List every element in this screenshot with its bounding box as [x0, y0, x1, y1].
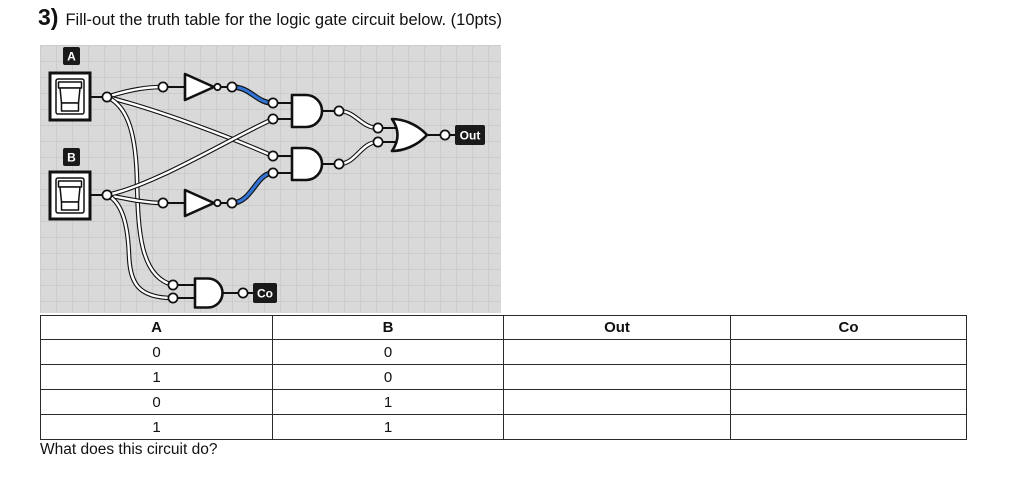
wire-nodes	[101, 81, 451, 304]
toggle-switch-a[interactable]	[48, 71, 92, 122]
cell-out-3[interactable]	[503, 414, 731, 440]
not-gate-top-bubble	[213, 82, 222, 92]
connector-stubs	[90, 86, 455, 299]
header-b: B	[272, 315, 504, 340]
cell-b-1: 0	[272, 364, 504, 390]
wire-not2-to-and2-active	[229, 170, 276, 206]
carry-label-text: Co	[257, 287, 273, 301]
input-a-label: A	[63, 47, 80, 65]
header-co: Co	[730, 315, 967, 340]
cell-co-2[interactable]	[730, 389, 967, 415]
cell-a-3: 1	[40, 414, 273, 440]
wire-and1-to-or	[336, 108, 381, 131]
cell-co-3[interactable]	[730, 414, 967, 440]
logic-circuit-diagram: A B Out Co	[48, 47, 485, 309]
wire-a-to-not	[104, 84, 166, 100]
out-label-text: Out	[460, 129, 481, 143]
question-number: 3)	[38, 4, 59, 30]
toggle-switch-b[interactable]	[48, 170, 92, 221]
wire-a-to-carry-and	[104, 94, 176, 288]
or-gate	[390, 117, 429, 153]
truth-table-row-2: 0 1	[40, 389, 967, 415]
wire-b-to-and1	[104, 116, 276, 198]
not-gate-bottom	[183, 188, 216, 218]
carry-label: Co	[253, 283, 277, 303]
wire-not1-to-and1-active	[229, 84, 276, 106]
cell-co-1[interactable]	[730, 364, 967, 390]
truth-table-row-0: 0 0	[40, 339, 967, 365]
wire-and2-to-or	[336, 139, 381, 167]
question-title: 3) Fill-out the truth table for the logi…	[38, 4, 502, 31]
wire-b-to-carry-and	[104, 192, 176, 301]
header-out: Out	[503, 315, 731, 340]
cell-b-3: 1	[272, 414, 504, 440]
input-b-label: B	[63, 148, 80, 166]
cell-a-0: 0	[40, 339, 273, 365]
out-label: Out	[455, 125, 485, 145]
cell-out-0[interactable]	[503, 339, 731, 365]
truth-table-row-3: 1 1	[40, 414, 967, 440]
followup-question: What does this circuit do?	[40, 441, 218, 458]
not-gate-top	[183, 72, 216, 102]
input-a-label-text: A	[67, 50, 76, 64]
cell-b-2: 1	[272, 389, 504, 415]
truth-table: A B Out Co 0 0 1 0 0 1	[40, 315, 967, 440]
and-gate-carry	[193, 277, 224, 309]
and-gate-top	[290, 93, 324, 129]
cell-out-1[interactable]	[503, 364, 731, 390]
circuit-canvas: A B Out Co	[40, 45, 501, 313]
input-b-label-text: B	[67, 151, 76, 165]
truth-table-header-row: A B Out Co	[40, 315, 967, 340]
cell-b-0: 0	[272, 339, 504, 365]
wire-a-to-and2	[104, 94, 276, 159]
question-text: Fill-out the truth table for the logic g…	[65, 11, 503, 29]
cell-a-2: 0	[40, 389, 273, 415]
truth-table-row-1: 1 0	[40, 364, 967, 390]
cell-out-2[interactable]	[503, 389, 731, 415]
cell-a-1: 1	[40, 364, 273, 390]
header-a: A	[40, 315, 273, 340]
cell-co-0[interactable]	[730, 339, 967, 365]
not-gate-bottom-bubble	[213, 198, 222, 208]
and-gate-bottom	[290, 146, 324, 182]
